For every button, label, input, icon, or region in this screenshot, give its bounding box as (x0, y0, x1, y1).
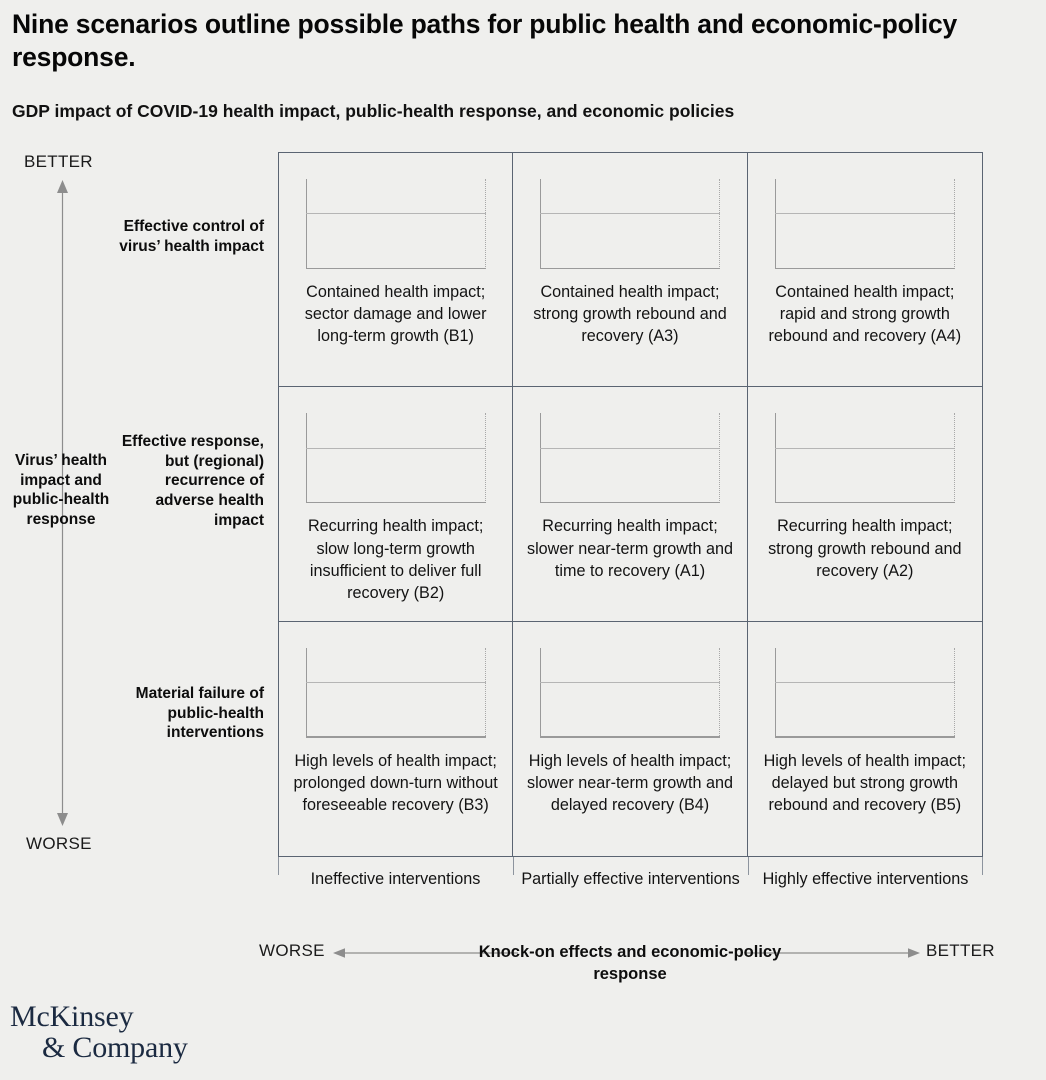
column-tick (278, 857, 279, 875)
matrix-cell-text: High levels of health impact; delayed bu… (763, 751, 967, 815)
minichart-dotted-line (484, 179, 486, 269)
matrix-cell-text: Contained health impact; rapid and stron… (768, 283, 962, 346)
minichart-reference-line (539, 447, 720, 449)
minichart-reference-line (774, 681, 955, 683)
up-arrow-icon (61, 192, 64, 824)
matrix-cell-text: Recurring health impact; slower near-ter… (526, 517, 733, 580)
y-axis-title: Virus’ health impact and public-health r… (12, 452, 110, 529)
y-axis-worse-label: WORSE (26, 834, 92, 853)
matrix-cell-b1[interactable]: Contained health impact; sector damage a… (279, 153, 514, 388)
minichart-dotted-line (718, 179, 720, 269)
matrix-cell-text: Contained health impact; strong growth r… (533, 283, 727, 346)
down-arrowhead-icon (57, 813, 68, 826)
matrix-cell-b5[interactable]: High levels of health impact; delayed bu… (748, 622, 982, 856)
matrix-cell-a1[interactable]: Recurring health impact; slower near-ter… (513, 387, 748, 622)
minichart-reference-line (774, 447, 955, 449)
right-arrow-icon (745, 948, 920, 958)
minichart-reference-line (539, 681, 720, 683)
minichart-y-axis (305, 179, 308, 269)
minichart-reference-line (539, 213, 720, 215)
minichart-dotted-line (718, 647, 720, 738)
column-header-partially-effective: Partially effective interventions (521, 870, 740, 888)
minichart-x-axis (305, 736, 486, 738)
minichart-reference-line (774, 213, 955, 215)
left-arrow-icon (333, 948, 518, 958)
matrix-cell-text: Recurring health impact; slow long-term … (307, 517, 484, 602)
page-subtitle: GDP impact of COVID-19 health impact, pu… (12, 101, 735, 121)
minichart-dotted-line (484, 413, 486, 504)
minichart-reference-line (305, 681, 486, 683)
minichart-b1 (305, 179, 486, 269)
minichart-x-axis (774, 267, 955, 269)
minichart-dotted-line (953, 413, 955, 504)
row-label-material-failure: Material failure of public-health interv… (135, 685, 264, 742)
minichart-reference-line (305, 213, 486, 215)
minichart-x-axis (305, 501, 486, 504)
minichart-x-axis (539, 501, 720, 504)
column-tick (513, 857, 514, 875)
minichart-x-axis (305, 267, 486, 269)
column-header-highly-effective: Highly effective interventions (762, 870, 969, 888)
minichart-dotted-line (718, 413, 720, 504)
minichart-y-axis (539, 179, 542, 269)
up-arrowhead-icon (57, 180, 68, 193)
page-title: Nine scenarios outline possible paths fo… (12, 9, 958, 73)
minichart-dotted-line (484, 647, 486, 738)
minichart-x-axis (774, 501, 955, 504)
minichart-y-axis (539, 413, 542, 504)
matrix-cell-b2[interactable]: Recurring health impact; slow long-term … (279, 387, 514, 622)
column-tick (748, 857, 749, 875)
minichart-y-axis (774, 413, 777, 504)
minichart-b4 (539, 647, 720, 738)
minichart-a1 (539, 413, 720, 504)
matrix-cell-a3[interactable]: Contained health impact; strong growth r… (513, 153, 748, 388)
mckinsey-logo: McKinsey & Company (10, 1000, 188, 1064)
minichart-y-axis (539, 647, 542, 738)
minichart-reference-line (305, 447, 486, 449)
minichart-b2 (305, 413, 486, 504)
minichart-y-axis (774, 647, 777, 738)
column-header-ineffective: Ineffective interventions (310, 870, 481, 888)
logo-line-1: McKinsey (10, 1000, 134, 1033)
minichart-a2 (774, 413, 955, 504)
matrix-cell-b3[interactable]: High levels of health impact; prolonged … (279, 621, 514, 856)
minichart-b5 (774, 647, 955, 738)
column-tick (982, 857, 983, 875)
minichart-b3 (305, 647, 486, 738)
matrix-cell-a4[interactable]: Contained health impact; rapid and stron… (747, 153, 982, 388)
row-label-effective-control: Effective control of virus’ health impac… (119, 218, 264, 255)
minichart-dotted-line (953, 647, 955, 738)
minichart-y-axis (305, 647, 308, 738)
matrix-cell-b4[interactable]: High levels of health impact; slower nea… (513, 621, 748, 856)
x-axis-better-label: BETTER (926, 941, 995, 960)
minichart-x-axis (539, 736, 720, 738)
row-label-effective-response-recurrence: Effective response, but (regional) recur… (121, 433, 264, 529)
minichart-x-axis (774, 736, 955, 738)
logo-line-2: & Company (42, 1030, 188, 1064)
x-axis-title: Knock-on effects and economic-policy res… (478, 943, 782, 983)
minichart-dotted-line (953, 179, 955, 269)
minichart-y-axis (305, 413, 308, 504)
minichart-y-axis (774, 179, 777, 269)
matrix-cell-a2[interactable]: Recurring health impact; strong growth r… (747, 387, 982, 622)
y-axis-better-label: BETTER (24, 152, 93, 171)
matrix-cell-text: Contained health impact; sector damage a… (304, 283, 487, 346)
x-axis-worse-label: WORSE (259, 941, 325, 960)
matrix-cell-text: High levels of health impact; slower nea… (526, 751, 733, 815)
matrix-cell-text: High levels of health impact; prolonged … (293, 751, 498, 815)
scenario-matrix-grid: Contained health impact; sector damage a… (278, 152, 983, 857)
matrix-cell-text: Recurring health impact; strong growth r… (768, 517, 962, 580)
minichart-a4 (774, 179, 955, 269)
minichart-a3 (539, 179, 720, 269)
minichart-x-axis (539, 267, 720, 269)
